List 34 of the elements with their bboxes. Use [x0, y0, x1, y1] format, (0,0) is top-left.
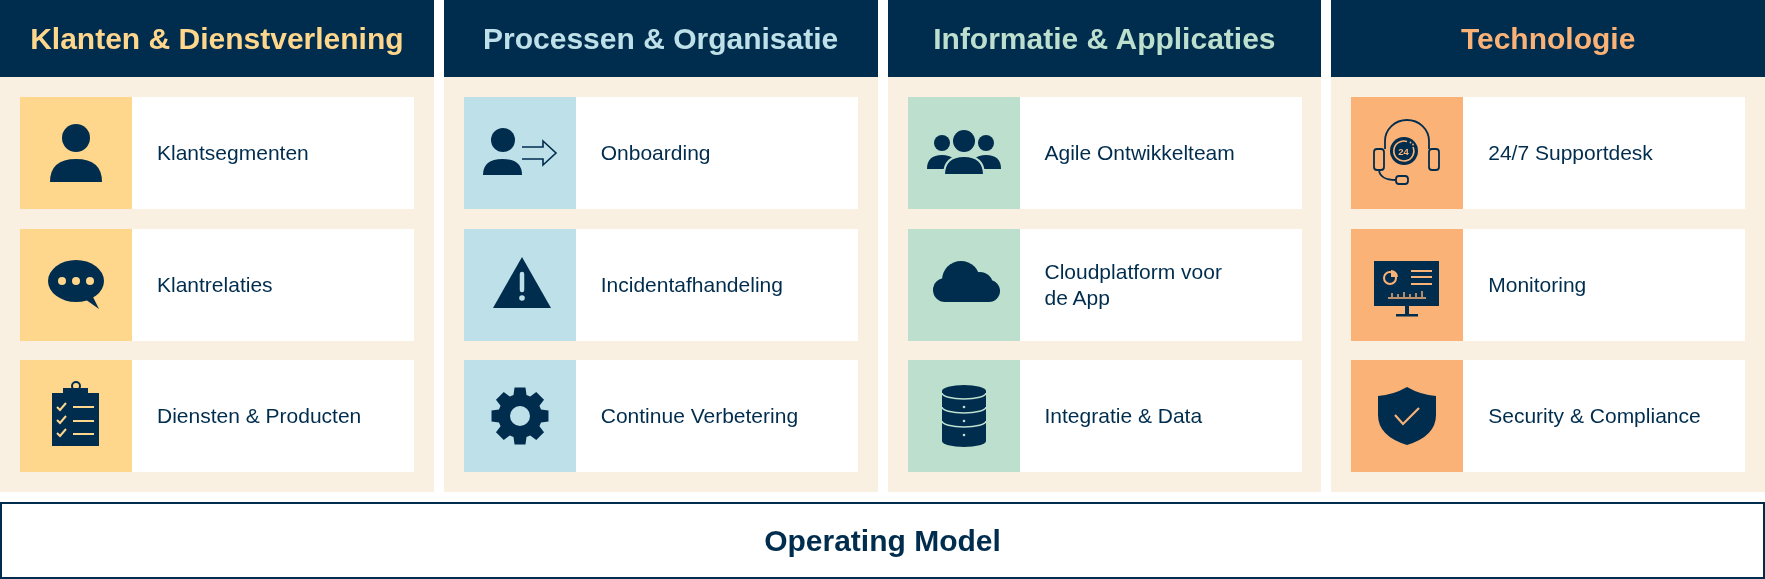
card-label: Cloudplatform voor de App: [1044, 258, 1223, 311]
column-panel: [1331, 0, 1765, 492]
card: [20, 97, 414, 209]
card-label: Security & Compliance: [1488, 402, 1701, 429]
card: [1351, 360, 1746, 472]
card: [463, 97, 858, 209]
card-label: Agile Ontwikkelteam: [1044, 139, 1235, 166]
card: [907, 360, 1302, 472]
card-label: Diensten & Producten: [157, 402, 362, 429]
card-label: Integratie & Data: [1044, 402, 1203, 429]
card-label: Onboarding: [600, 139, 711, 166]
column-heading: Processen & Organisatie: [443, 0, 878, 77]
column-panel: [887, 0, 1322, 492]
card-label: Klantsegmenten: [157, 139, 309, 166]
column-heading: Informatie & Applicaties: [887, 0, 1322, 77]
card: [20, 360, 414, 472]
card-label: 24/7 Supportdesk: [1488, 139, 1653, 166]
banner: Operating Model: [0, 502, 1765, 579]
card: [20, 229, 414, 341]
card: [463, 360, 858, 472]
card-label: Klantrelaties: [157, 271, 273, 298]
card-label: Incidentafhandeling: [600, 271, 783, 298]
card-label: Monitoring: [1488, 271, 1587, 298]
card: [1351, 97, 1746, 209]
card-label: Continue Verbetering: [600, 402, 799, 429]
card: [1351, 229, 1746, 341]
card: [907, 229, 1302, 341]
column-panel: [443, 0, 878, 492]
card: [463, 229, 858, 341]
column-panel: [0, 0, 434, 492]
column-heading: Technologie: [1331, 0, 1765, 77]
icon-number: 24: [1398, 145, 1410, 157]
card: [907, 97, 1302, 209]
column-heading: Klanten & Dienstverlening: [0, 0, 434, 77]
